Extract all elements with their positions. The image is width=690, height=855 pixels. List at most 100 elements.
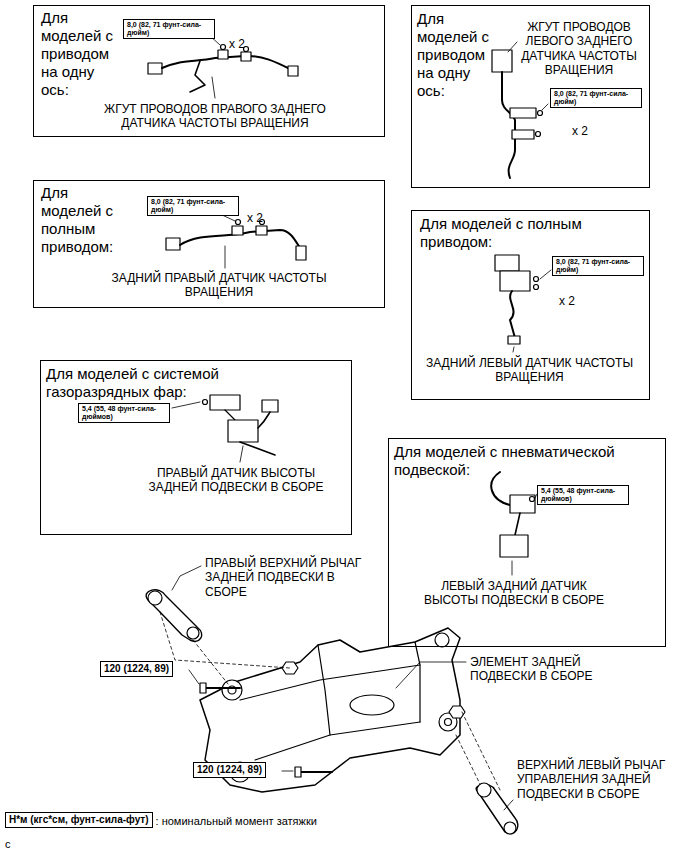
bolt: [205, 687, 240, 689]
suspension-member: [222, 680, 242, 700]
panel-heading: Для моделей с полным приводом:: [41, 184, 123, 256]
suspension-member: [445, 719, 452, 726]
leader-line: [396, 662, 466, 688]
upper-arm: [477, 783, 491, 797]
leader-line: [240, 446, 243, 462]
dashed-guide: [160, 612, 500, 790]
suspension-member: [282, 662, 298, 674]
torque-box: 8,0 (82, 71 фунт-сила-дюйм): [550, 88, 642, 108]
speed-sensor: [495, 255, 539, 344]
part-label: ВЕРХНИЙ ЛЕВЫЙ РЫЧАГ УПРАВЛЕНИЯ ЗАДНЕЙ ПО…: [517, 758, 682, 801]
leader-line: [225, 246, 226, 268]
suspension-member: [435, 633, 449, 647]
speed-sensor-harness: [148, 63, 162, 74]
speed-sensor: [296, 246, 306, 260]
torque-value: 120 (1224, 89): [104, 663, 169, 675]
suspension-member: [255, 722, 420, 760]
leader-line: [212, 77, 215, 98]
part-label: ПРАВЫЙ ВЕРХНИЙ РЫЧАГ ЗАДНЕЙ ПОДВЕСКИ В С…: [205, 556, 375, 599]
figure-code: c: [5, 838, 11, 851]
part-label: x 2: [247, 211, 277, 225]
leader-line: [172, 402, 243, 462]
variant-panel: Для моделей с системой газоразрядных фар…: [40, 360, 352, 535]
part-label: ЖГУТ ПРОВОДОВ ЛЕВОГО ЗАДНЕГО ДАТЧИКА ЧАС…: [512, 20, 646, 78]
speed-sensor-harness: [148, 45, 298, 93]
speed-sensor-harness: [221, 45, 226, 50]
torque-value: 120 (1224, 89): [197, 764, 262, 776]
torque-value: 5,4 (55, 48 фунт-сила-дюймов): [82, 405, 166, 421]
leader-line: [504, 800, 513, 810]
speed-sensor-harness: [536, 132, 541, 137]
height-sensor: [240, 442, 275, 455]
speed-sensor: [534, 285, 539, 290]
height-sensor: [530, 497, 535, 502]
speed-sensor: [236, 220, 241, 225]
speed-sensor: [495, 255, 519, 271]
torque-box: 8,0 (82, 71 фунт-сила-дюйм): [552, 256, 644, 276]
leader-line: [513, 270, 551, 352]
speed-sensor-harness: [492, 50, 512, 72]
leader-line: [513, 347, 514, 352]
panel-heading: Для моделей с системой газоразрядных фар…: [46, 365, 306, 401]
panel-heading: Для моделей с приводом на одну ось:: [417, 10, 492, 100]
torque-value: 8,0 (82, 71 фунт-сила-дюйм): [554, 90, 638, 106]
speed-sensor: [166, 238, 180, 250]
suspension-member: [415, 642, 420, 722]
upper-arm: [146, 590, 202, 641]
upper-arm: [187, 627, 199, 639]
upper-arm: [504, 822, 516, 834]
upper-arm: [148, 591, 162, 605]
speed-sensor: [500, 271, 530, 291]
suspension-member: [350, 695, 394, 715]
speed-sensor: [166, 220, 306, 261]
height-sensor: [262, 400, 278, 412]
dashed-guide: [456, 735, 480, 784]
height-sensor: [491, 472, 535, 557]
upper-arm: [146, 590, 518, 834]
speed-sensor: [510, 291, 515, 338]
variant-panel: Для моделей с пневматической подвеской:Л…: [388, 438, 666, 647]
torque-box: 8,0 (82, 71 фунт-сила-дюйм): [123, 19, 215, 39]
speed-sensor-harness: [538, 111, 543, 116]
torque-legend-box: Н*м (кгс*см, фунт-сила-фут): [5, 812, 153, 828]
torque-value: 5,4 (55, 48 фунт-сила-дюймов): [541, 487, 625, 503]
leader-line: [508, 42, 517, 52]
speed-sensor-harness: [492, 50, 543, 178]
leader-line: [282, 771, 293, 772]
part-label: ПРАВЫЙ ДАТЧИК ВЫСОТЫ ЗАДНЕЙ ПОДВЕСКИ В С…: [136, 466, 336, 495]
speed-sensor: [508, 336, 520, 344]
bolt: [300, 771, 332, 773]
speed-sensor-harness: [512, 130, 534, 139]
height-sensor: [210, 395, 240, 410]
part-label: ЭЛЕМЕНТ ЗАДНЕЙ ПОДВЕСКИ В СБОРЕ: [470, 655, 645, 684]
leader-line: [172, 402, 200, 408]
leader-line: [172, 566, 201, 590]
leader-line: [512, 494, 537, 575]
bolt: [295, 767, 301, 777]
legend-text: : номинальный момент затяжки: [156, 815, 317, 828]
dashed-guide: [160, 612, 290, 668]
height-sensor: [510, 495, 535, 513]
panel-heading: Для моделей с полным приводом:: [420, 215, 610, 251]
leader-line: [220, 214, 235, 268]
height-sensor: [228, 420, 258, 442]
torque-box: 8,0 (82, 71 фунт-сила-дюйм): [147, 196, 239, 216]
variant-panel: Для моделей с приводом на одну ось:x 2ЖГ…: [33, 5, 385, 137]
part-label: x 2: [559, 294, 589, 308]
speed-sensor: [534, 277, 539, 282]
speed-sensor-harness: [241, 52, 251, 61]
suspension-member: [449, 706, 465, 718]
torque-box: 5,4 (55, 48 фунт-сила-дюймов): [78, 403, 170, 423]
torque-box: 5,4 (55, 48 фунт-сила-дюймов): [537, 485, 629, 505]
height-sensor: [203, 400, 208, 405]
speed-sensor-harness: [288, 66, 298, 76]
leader-line: [189, 670, 199, 684]
speed-sensor: [256, 226, 267, 235]
dashed-guide: [462, 712, 500, 790]
part-label: ЛЕВЫЙ ЗАДНИЙ ДАТЧИК ВЫСОТЫ ПОДВЕСКИ В СБ…: [414, 579, 614, 608]
speed-sensor-harness: [218, 50, 228, 59]
panel-heading: Для моделей с приводом на одну ось:: [41, 9, 123, 99]
speed-sensor: [232, 226, 243, 235]
height-sensor: [258, 412, 270, 428]
torque-value: 8,0 (82, 71 фунт-сила-дюйм): [127, 21, 211, 37]
